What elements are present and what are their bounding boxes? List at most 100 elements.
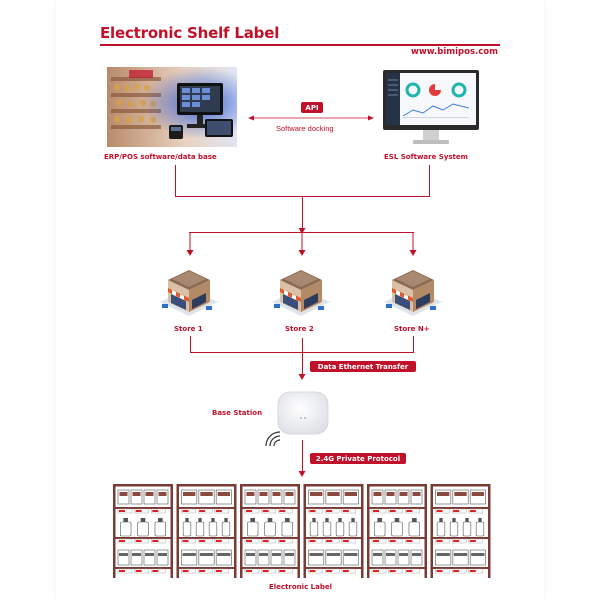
shelf-top xyxy=(176,484,237,487)
esl-tag xyxy=(134,508,149,514)
product-box xyxy=(244,489,257,505)
erp-pos-label: ERP/POS software/data base xyxy=(104,153,217,161)
esl-tag xyxy=(134,538,149,544)
esl-tag-price xyxy=(389,570,396,572)
shelf-board xyxy=(176,507,237,509)
shelf-board xyxy=(113,567,173,569)
esl-tag-price xyxy=(135,510,142,512)
product-bottle-neck xyxy=(140,518,146,522)
ethernet-badge: Data Ethernet Transfer xyxy=(310,361,416,372)
esl-tag-price xyxy=(152,570,159,572)
erp-pos-illustration xyxy=(107,67,237,147)
esl-tag-price xyxy=(119,540,125,542)
esl-tag-price xyxy=(469,540,476,542)
esl-tag-price xyxy=(182,570,189,572)
product-jar xyxy=(410,549,423,566)
product-jar xyxy=(435,549,452,566)
product-box-band xyxy=(246,492,255,496)
esl-tag xyxy=(324,568,340,574)
product-jar xyxy=(181,549,198,566)
esl-tag-price xyxy=(342,540,349,542)
shelf-post xyxy=(176,484,179,578)
product-box xyxy=(371,489,384,505)
esl-tag-price xyxy=(279,570,286,572)
electronic-label-caption: Electronic Label xyxy=(269,583,332,591)
product-bottle-neck xyxy=(123,518,128,522)
esl-tag-price xyxy=(406,540,413,542)
product-box-band xyxy=(471,492,484,496)
product-jar xyxy=(156,549,169,566)
product-jar-label xyxy=(326,553,341,556)
shelf-post xyxy=(234,484,237,578)
esl-tag xyxy=(324,508,340,514)
product-jar xyxy=(117,549,130,566)
page-title: Electronic Shelf Label xyxy=(100,24,280,42)
website-url[interactable]: www.bimipos.com xyxy=(411,47,498,57)
product-box xyxy=(130,489,143,505)
shelf-board xyxy=(113,507,173,509)
product-jar-label xyxy=(132,553,141,556)
esl-tag-price xyxy=(342,570,349,572)
product-bottle xyxy=(195,521,205,537)
esl-tag xyxy=(214,568,230,574)
esl-tag-price xyxy=(309,570,316,572)
product-bottle xyxy=(335,521,345,537)
product-jar-label xyxy=(453,553,468,556)
connector-store-1-up xyxy=(190,336,191,353)
esl-tag-price xyxy=(279,510,286,512)
product-box xyxy=(257,489,270,505)
shelf-board xyxy=(240,507,300,509)
title-underline xyxy=(100,44,500,46)
product-bottle-neck xyxy=(478,518,482,522)
product-jar xyxy=(325,549,342,566)
product-box-band xyxy=(310,492,323,496)
product-bottle xyxy=(436,521,446,537)
product-bottle-neck xyxy=(158,518,163,522)
esl-tag-price xyxy=(215,510,222,512)
shelf-board xyxy=(240,567,300,569)
esl-tag-price xyxy=(182,510,189,512)
product-jar xyxy=(283,549,296,566)
product-box xyxy=(283,489,296,505)
connector-store-n-up xyxy=(413,336,414,353)
esl-tag-price xyxy=(469,570,476,572)
shelf-post xyxy=(367,484,370,578)
product-box-band xyxy=(454,492,467,496)
base-station-device xyxy=(277,391,329,435)
product-box-band xyxy=(437,492,450,496)
product-bottle-neck xyxy=(351,518,355,522)
product-box-band xyxy=(272,492,281,496)
product-box-band xyxy=(412,492,421,496)
product-bottle-neck xyxy=(377,518,382,522)
esl-tag xyxy=(214,508,230,514)
esl-tag-price xyxy=(436,570,443,572)
product-bottle xyxy=(247,521,259,537)
product-bottle xyxy=(348,521,358,537)
product-jar xyxy=(397,549,410,566)
product-jar-label xyxy=(259,553,268,556)
connector-center-down xyxy=(302,196,303,232)
product-box-band xyxy=(399,492,408,496)
product-box-band xyxy=(285,492,294,496)
product-bottle-neck xyxy=(250,518,255,522)
product-bottle xyxy=(154,521,167,537)
esl-tag xyxy=(261,568,276,574)
product-box-band xyxy=(119,492,128,496)
esl-tag-price xyxy=(389,540,396,542)
esl-tag-price xyxy=(152,510,159,512)
esl-tag-price xyxy=(342,510,349,512)
esl-tag-price xyxy=(326,510,333,512)
product-box-band xyxy=(217,492,230,496)
product-jar xyxy=(342,549,359,566)
product-box-band xyxy=(259,492,268,496)
store-1-label: Store 1 xyxy=(174,325,203,333)
esl-tag-price xyxy=(326,540,333,542)
shelf-board xyxy=(303,567,364,569)
product-jar-label xyxy=(119,553,128,556)
api-bidirectional-arrow xyxy=(248,115,374,121)
product-bottle-neck xyxy=(211,518,215,522)
product-box xyxy=(143,489,156,505)
product-jar-label xyxy=(412,553,421,556)
product-bottle-neck xyxy=(412,518,417,522)
